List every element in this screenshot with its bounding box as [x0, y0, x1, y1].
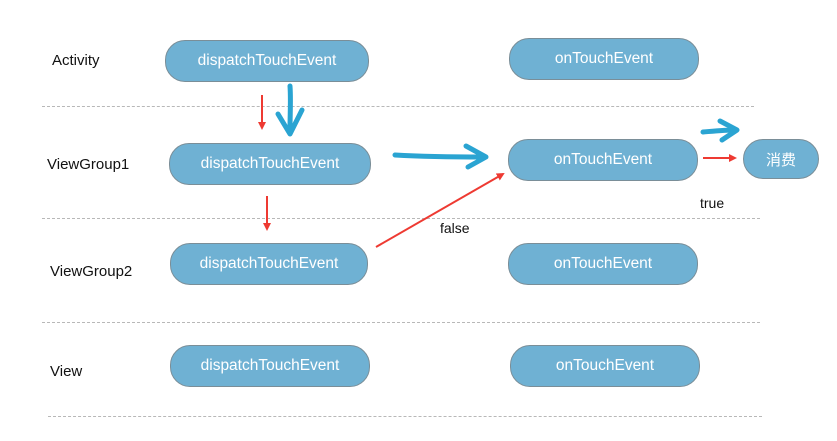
- row-divider: [42, 218, 760, 219]
- blue-arrowhead-right: [463, 143, 489, 170]
- viewgroup1-dispatch-node: dispatchTouchEvent: [169, 143, 371, 185]
- red-arrow-false-return: [375, 173, 505, 248]
- blue-arrowhead-right-small: [717, 118, 740, 143]
- activity-ontouch-node: onTouchEvent: [509, 38, 699, 80]
- blue-arrow-dispatch-to-ontouch: [392, 152, 487, 160]
- row-label-viewgroup2: ViewGroup2: [50, 263, 133, 280]
- row-divider: [42, 106, 754, 107]
- row-divider: [48, 416, 762, 417]
- edge-label-true: true: [700, 195, 725, 211]
- view-dispatch-node: dispatchTouchEvent: [170, 345, 370, 387]
- row-label-viewgroup1: ViewGroup1: [47, 156, 130, 173]
- viewgroup2-ontouch-node: onTouchEvent: [508, 243, 698, 285]
- row-label-view: View: [50, 363, 83, 380]
- row-label-activity: Activity: [52, 52, 100, 69]
- activity-dispatch-node: dispatchTouchEvent: [165, 40, 369, 82]
- consume-node: 消费: [743, 139, 819, 179]
- blue-arrowhead-down: [275, 107, 305, 137]
- viewgroup1-ontouch-node: onTouchEvent: [508, 139, 698, 181]
- view-ontouch-node: onTouchEvent: [510, 345, 700, 387]
- viewgroup2-dispatch-node: dispatchTouchEvent: [170, 243, 368, 285]
- edge-label-false: false: [440, 220, 470, 236]
- row-divider: [42, 322, 760, 323]
